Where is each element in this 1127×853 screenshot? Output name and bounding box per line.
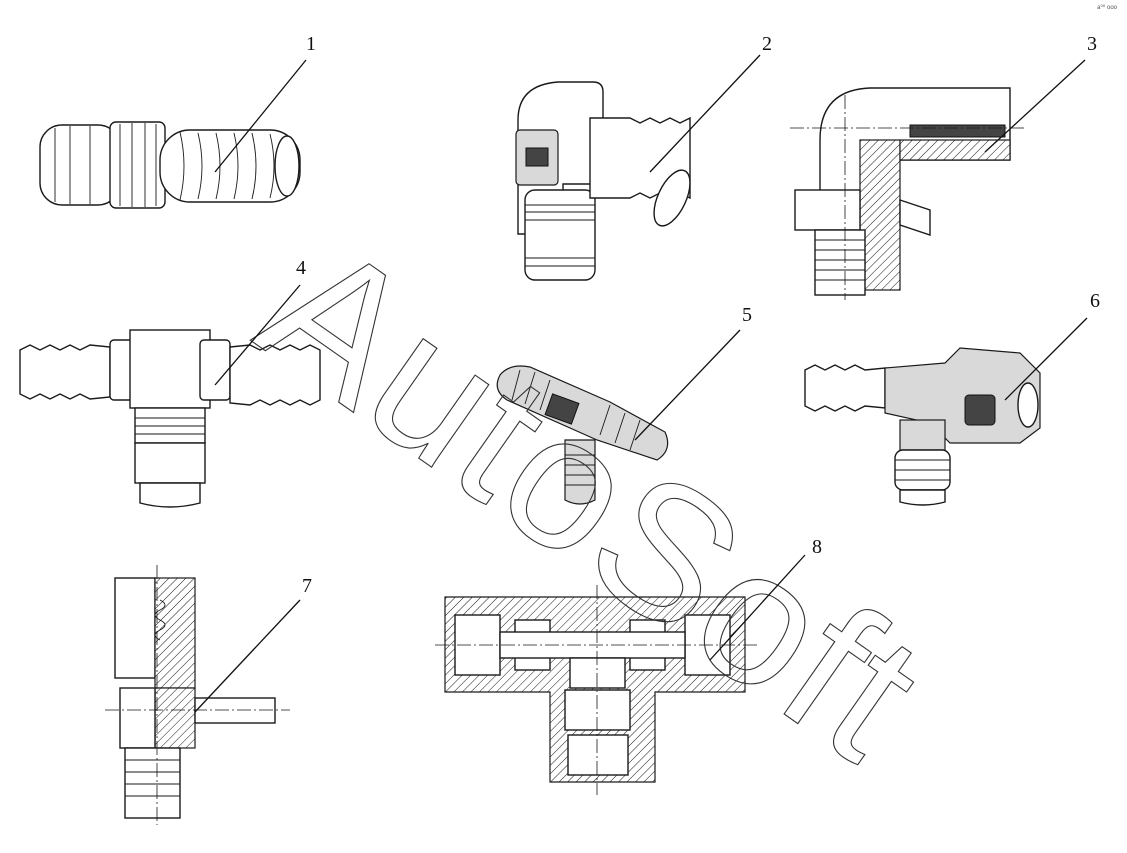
leader-6 bbox=[1004, 317, 1088, 401]
leader-8 bbox=[709, 554, 806, 661]
part-1-straight-connector bbox=[39, 121, 301, 209]
part-3-elbow-section bbox=[790, 87, 1025, 300]
leader-5 bbox=[634, 329, 741, 441]
part-5-tee-connector bbox=[496, 365, 669, 505]
leader-1 bbox=[214, 59, 307, 173]
callout-3: 3 bbox=[1087, 33, 1097, 55]
leader-4 bbox=[214, 284, 301, 386]
part-2-elbow-connector bbox=[515, 81, 691, 281]
callout-8: 8 bbox=[812, 536, 822, 558]
callout-6: 6 bbox=[1090, 290, 1100, 312]
leader-7 bbox=[194, 599, 301, 713]
leader-3 bbox=[984, 59, 1086, 153]
callout-2: 2 bbox=[762, 33, 772, 55]
corner-mark: a⁰⁰ ooo bbox=[1097, 5, 1117, 11]
callout-1: 1 bbox=[306, 33, 316, 55]
part-8-tee-section bbox=[435, 585, 760, 795]
part-6-quick-tee bbox=[804, 347, 1041, 506]
callout-4: 4 bbox=[296, 257, 306, 279]
part-4-tee-connector bbox=[19, 329, 321, 508]
part-7-section-fitting bbox=[105, 565, 290, 825]
callout-5: 5 bbox=[742, 304, 752, 326]
callout-7: 7 bbox=[302, 575, 312, 597]
leader-2 bbox=[649, 54, 761, 173]
leader-lines bbox=[194, 54, 1088, 713]
